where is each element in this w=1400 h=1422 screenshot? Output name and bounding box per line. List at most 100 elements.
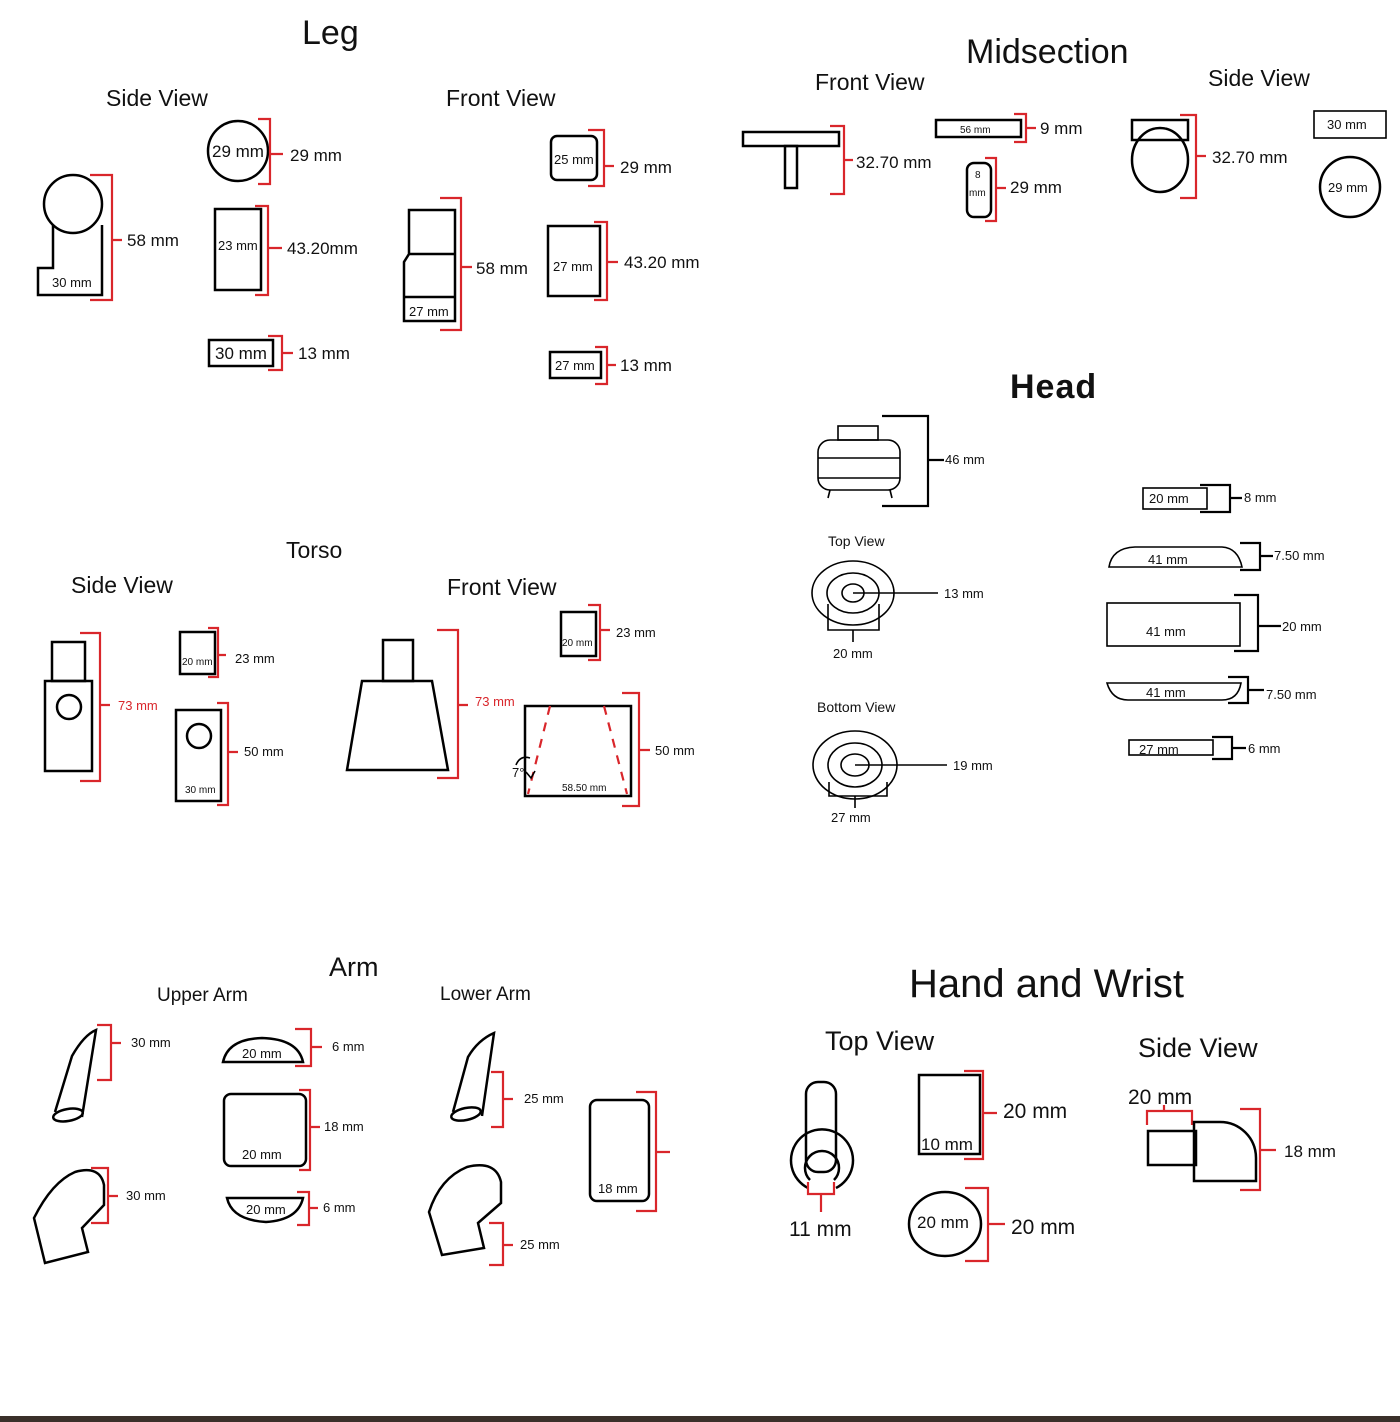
head-part-5-label: 27 mm	[1139, 742, 1179, 757]
lower-arm-piece-1-bracket	[491, 1070, 513, 1129]
torso-front-angle: 7°	[512, 765, 524, 780]
midsection-bar-bracket	[1014, 112, 1036, 144]
hand-side-width-bracket	[1145, 1105, 1194, 1125]
leg-side-foot-dim: 13 mm	[298, 344, 350, 363]
torso-side-view-label: Side View	[71, 572, 173, 598]
midsection-side-circle	[1318, 155, 1382, 219]
hand-side-view-label: Side View	[1138, 1033, 1258, 1063]
head-part-5-shape	[1128, 739, 1214, 756]
leg-front-top-dim: 29 mm	[620, 158, 672, 177]
midsection-title: Midsection	[966, 33, 1129, 71]
hand-top-oval-part	[907, 1190, 983, 1258]
head-part-4-label: 41 mm	[1146, 685, 1186, 700]
torso-front-taper-right	[602, 705, 629, 795]
head-main-shape	[817, 425, 901, 499]
torso-side-neck-dim: 23 mm	[235, 651, 275, 666]
leg-title: Leg	[302, 14, 359, 52]
leg-side-rect-label: 23 mm	[218, 238, 258, 253]
head-bottom-view-label: Bottom View	[817, 699, 896, 715]
leg-front-rect-dim: 43.20 mm	[624, 253, 700, 272]
leg-side-circle-label: 29 mm	[212, 142, 264, 161]
leg-front-base-width: 27 mm	[409, 304, 449, 319]
hand-top-gap-bracket	[806, 1182, 836, 1212]
leg-front-foot-bracket	[595, 345, 616, 386]
head-bottom-radius: 19 mm	[953, 758, 993, 773]
torso-front-body-part	[523, 704, 633, 798]
lower-arm-piece-2	[427, 1164, 503, 1257]
midsection-pill-bracket	[985, 156, 1006, 223]
lower-arm-block-label: 18 mm	[598, 1181, 638, 1196]
lower-arm-piece-2-dim: 25 mm	[520, 1237, 560, 1252]
midsection-ring-bracket	[1180, 113, 1206, 200]
torso-side-full-shape	[43, 640, 94, 773]
head-part-3-label: 41 mm	[1146, 624, 1186, 639]
leg-front-height-bracket	[440, 196, 472, 332]
torso-side-height-bracket	[80, 631, 110, 783]
upper-arm-block-label: 20 mm	[242, 1147, 282, 1162]
upper-arm-bottom-dome-bracket	[297, 1190, 318, 1227]
hand-top-rect-bracket	[964, 1069, 997, 1161]
lower-arm-piece-2-bracket	[489, 1221, 513, 1267]
midsection-pill-part	[965, 161, 993, 219]
head-section: Head 46 mm Top View 13 mm 20 mm Bottom V…	[811, 368, 1325, 825]
hand-side-shape	[1146, 1120, 1258, 1183]
arm-lower-label: Lower Arm	[440, 984, 531, 1005]
leg-front-foot-dim: 13 mm	[620, 356, 672, 375]
head-top-radius: 13 mm	[944, 586, 984, 601]
leg-side-height-dim: 58 mm	[127, 231, 179, 250]
head-part-1-label: 20 mm	[1149, 491, 1189, 506]
footer-bar	[0, 1416, 1400, 1422]
midsection-bar-part	[934, 118, 1023, 139]
lower-arm-piece-1	[450, 1030, 496, 1122]
upper-arm-piece-2-dim: 30 mm	[126, 1188, 166, 1203]
leg-front-height-dim: 58 mm	[476, 259, 528, 278]
lower-arm-block	[588, 1098, 651, 1203]
leg-section: Leg Side View Front View 30 mm 58 mm 29 …	[36, 14, 700, 386]
torso-title: Torso	[286, 537, 342, 563]
hand-top-rect-part	[917, 1073, 982, 1156]
midsection-ring-shape	[1130, 118, 1190, 194]
midsection-t-dim: 32.70 mm	[856, 153, 932, 172]
hand-top-oval-bracket	[965, 1186, 1005, 1263]
leg-front-foot-label: 27 mm	[555, 358, 595, 373]
hand-top-gap: 11 mm	[789, 1218, 852, 1241]
midsection-pill-label-bottom: mm	[969, 188, 986, 199]
torso-front-angle-arc	[515, 756, 536, 780]
leg-side-full-shape	[36, 173, 104, 297]
torso-side-body-part	[174, 708, 223, 803]
torso-section: Torso Side View Front View 73 mm 20 mm 2…	[43, 537, 695, 808]
upper-arm-piece-2	[32, 1168, 106, 1265]
head-part-3-shape	[1106, 602, 1241, 647]
midsection-pill-label-top: 8	[975, 170, 981, 181]
torso-side-neck-bracket	[208, 626, 226, 679]
leg-front-full-shape	[402, 208, 457, 323]
leg-front-rect-label: 27 mm	[553, 259, 593, 274]
torso-front-neck-label: 20 mm	[562, 638, 593, 649]
head-part-5-dim: 6 mm	[1248, 741, 1281, 756]
head-main-dim: 46 mm	[945, 452, 985, 467]
torso-front-neck-bracket	[588, 603, 610, 662]
torso-side-body-dim: 50 mm	[244, 744, 284, 759]
torso-front-taper-left	[526, 705, 552, 795]
leg-side-circle-dim: 29 mm	[290, 146, 342, 165]
torso-front-view-label: Front View	[447, 574, 557, 600]
upper-arm-piece-2-bracket	[91, 1166, 118, 1225]
head-part-1-dim: 8 mm	[1244, 490, 1277, 505]
hand-top-wrist-shape	[789, 1080, 855, 1190]
head-part-1-shape	[1142, 487, 1208, 510]
head-part-3-dim: 20 mm	[1282, 619, 1322, 634]
head-part-2-shape	[1108, 546, 1243, 568]
head-part-2-bracket	[1240, 541, 1273, 572]
head-part-4-shape	[1105, 682, 1242, 701]
lower-arm-piece-1-dim: 25 mm	[524, 1091, 564, 1106]
upper-arm-piece-1-dim: 30 mm	[131, 1035, 171, 1050]
leg-side-circle-bracket	[258, 117, 283, 186]
leg-front-top-bracket	[588, 128, 614, 188]
upper-arm-top-dome-dim: 6 mm	[332, 1039, 365, 1054]
midsection-ring-dim: 32.70 mm	[1212, 148, 1288, 167]
head-part-5-bracket	[1212, 735, 1246, 761]
leg-front-top-label: 25 mm	[554, 152, 594, 167]
midsection-side-view-label: Side View	[1208, 65, 1310, 91]
torso-side-body-label: 30 mm	[185, 785, 216, 796]
hand-top-view-label: Top View	[825, 1026, 935, 1056]
